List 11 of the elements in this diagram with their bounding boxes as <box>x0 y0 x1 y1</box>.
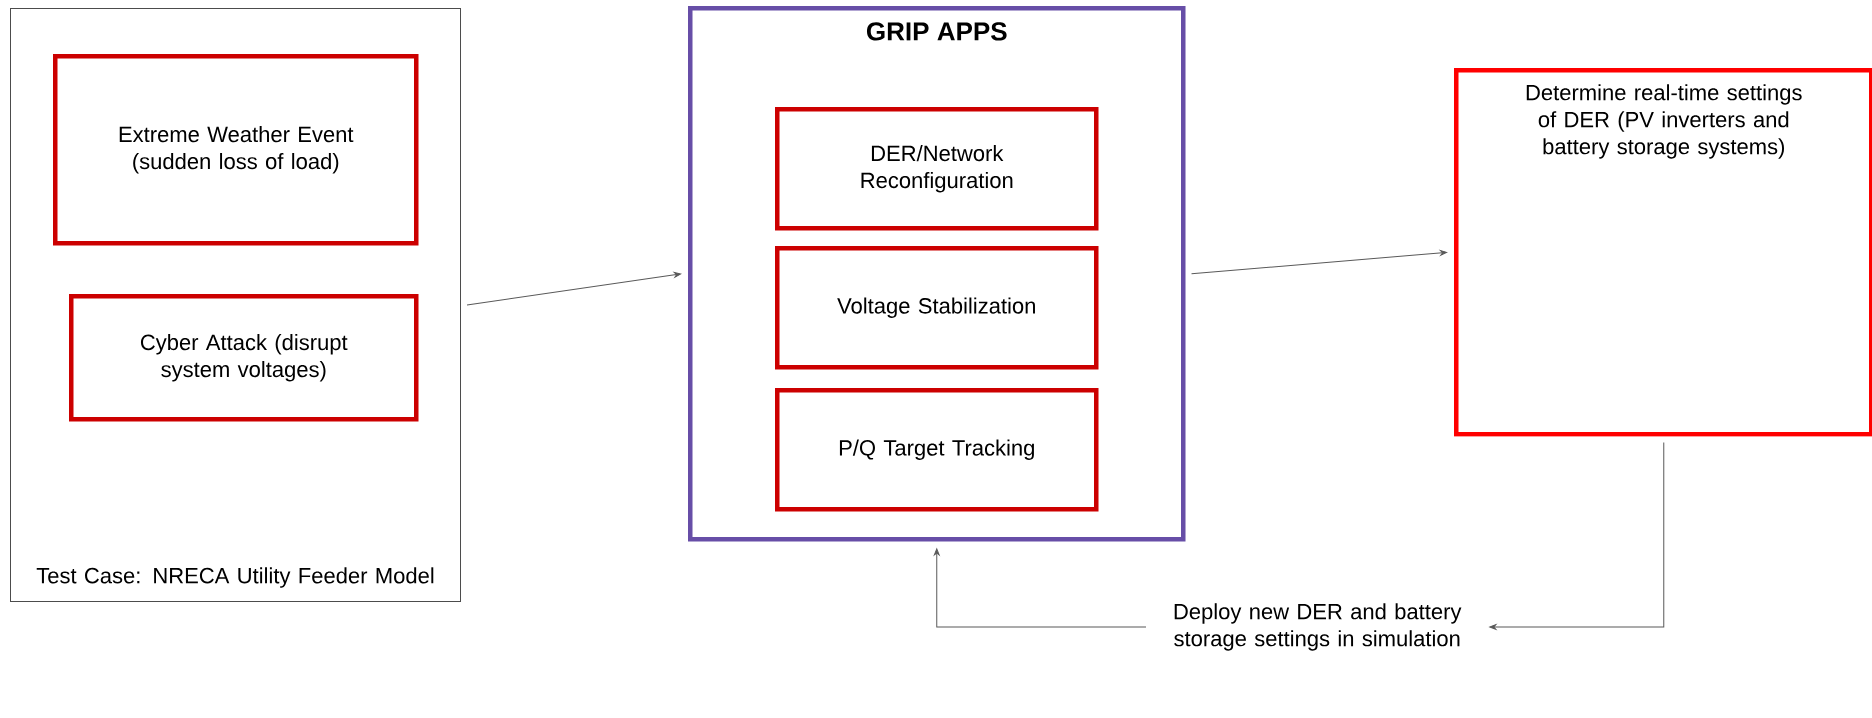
arrow <box>466 272 682 306</box>
arrow <box>1191 250 1448 275</box>
result-box: Determine real-time settings of DER (PV inverters and battery storage systems) <box>1454 68 1872 437</box>
arrow <box>1489 442 1665 630</box>
process-box: Voltage Stabilization <box>775 246 1099 370</box>
process-box: Cyber Attack (disrupt system voltages) <box>69 294 419 422</box>
process-box: P/Q Target Tracking <box>775 388 1099 512</box>
arrow <box>933 548 1147 628</box>
process-box: Extreme Weather Event (sudden loss of load) <box>53 54 419 246</box>
step-text: Deploy new DER and battery storage settings in simulation <box>1174 603 1462 651</box>
process-box: DER/Network Reconfiguration <box>775 107 1099 231</box>
